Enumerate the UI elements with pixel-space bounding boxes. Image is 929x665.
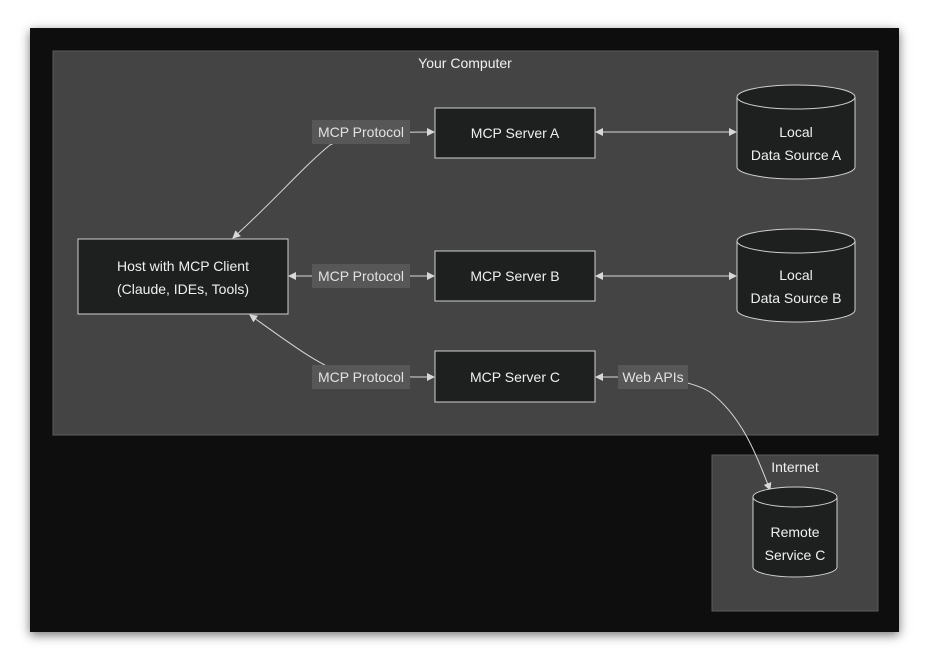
node-data-source-b-line1: Local [779, 267, 812, 283]
node-remote-service-c[interactable]: Remote Service C [752, 486, 838, 578]
node-data-source-b[interactable]: Local Data Source B [736, 228, 856, 323]
group-your-computer-title: Your Computer [418, 55, 512, 71]
group-internet-title: Internet [771, 459, 819, 475]
node-host-line2: (Claude, IDEs, Tools) [117, 281, 249, 297]
node-data-source-a[interactable]: Local Data Source A [736, 84, 856, 180]
edge-label-web-apis-bg [618, 365, 688, 389]
node-host[interactable]: Host with MCP Client (Claude, IDEs, Tool… [77, 238, 289, 315]
node-host-line1: Host with MCP Client [117, 258, 249, 274]
edge-label-host-c: MCP Protocol [312, 365, 410, 389]
edge-label-host-c-bg [312, 365, 410, 389]
node-server-c-label: MCP Server C [470, 369, 560, 385]
node-remote-service-c-line1: Remote [770, 524, 819, 540]
edge-label-web-apis-text: Web APIs [622, 369, 683, 385]
remote-service-c-top [752, 486, 838, 508]
node-server-c-box[interactable] [434, 350, 596, 403]
node-server-b[interactable]: MCP Server B [434, 250, 596, 302]
edge-label-host-a: MCP Protocol [312, 120, 410, 144]
remote-service-c-body [752, 497, 838, 578]
node-server-a-label: MCP Server A [471, 125, 560, 141]
data-source-b-body [736, 241, 856, 323]
node-data-source-a-line1: Local [779, 124, 812, 140]
edge-label-host-a-text: MCP Protocol [318, 124, 404, 140]
node-server-a[interactable]: MCP Server A [434, 107, 596, 159]
edge-label-host-b-bg [312, 264, 410, 288]
edge-label-host-a-bg [312, 120, 410, 144]
node-server-b-box[interactable] [434, 250, 596, 302]
edge-label-host-b: MCP Protocol [312, 264, 410, 288]
data-source-a-body [736, 97, 856, 180]
data-source-a-top [736, 84, 856, 110]
node-data-source-b-line2: Data Source B [750, 290, 841, 306]
edge-label-host-c-text: MCP Protocol [318, 369, 404, 385]
node-server-c[interactable]: MCP Server C [434, 350, 596, 403]
node-remote-service-c-line2: Service C [765, 547, 826, 563]
data-source-b-top [736, 228, 856, 254]
node-host-box[interactable] [77, 238, 289, 315]
node-server-a-box[interactable] [434, 107, 596, 159]
edge-label-web-apis: Web APIs [618, 365, 688, 389]
node-server-b-label: MCP Server B [470, 268, 559, 284]
edge-label-host-b-text: MCP Protocol [318, 268, 404, 284]
node-data-source-a-line2: Data Source A [751, 147, 842, 163]
